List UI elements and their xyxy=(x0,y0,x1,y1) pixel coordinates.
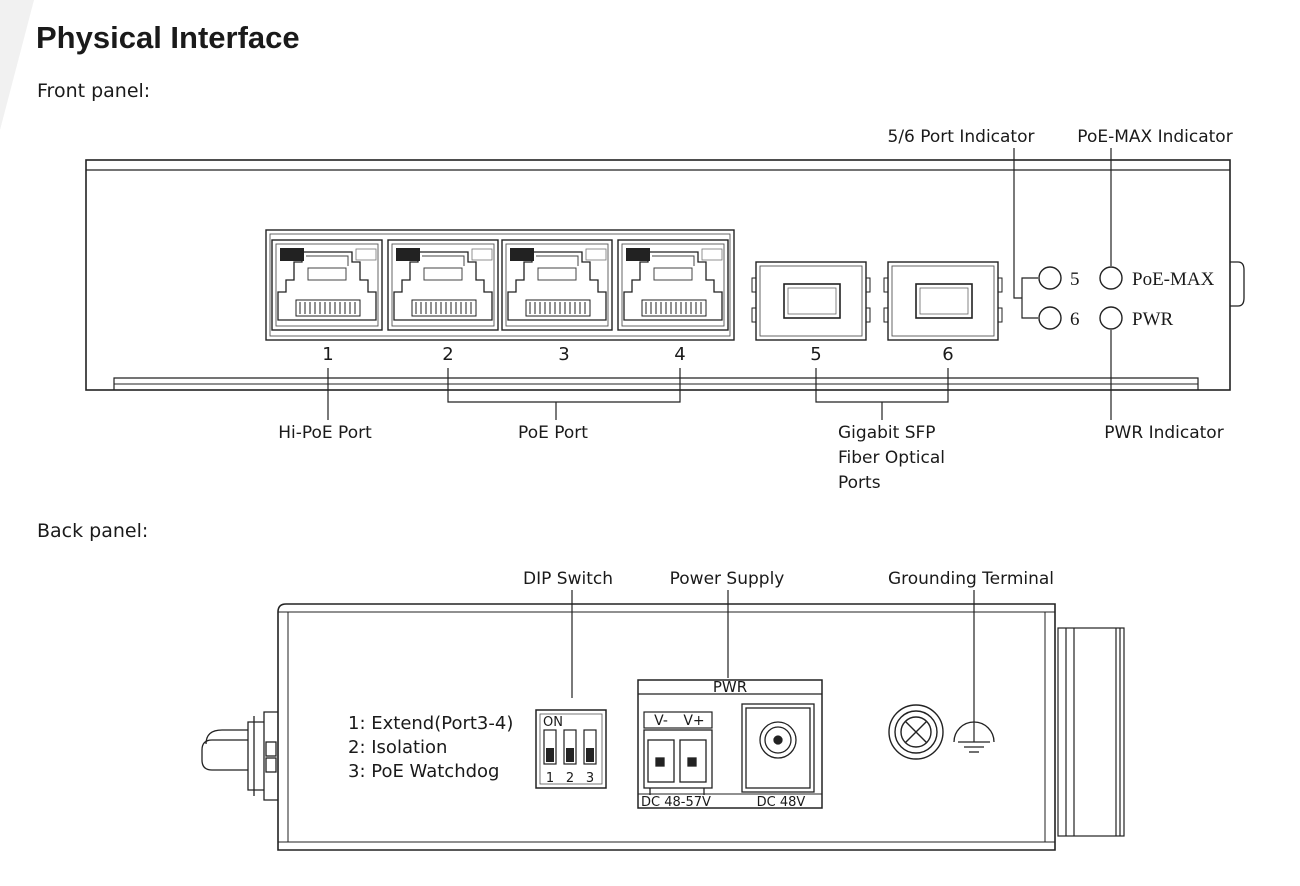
dip-number-1: 1 xyxy=(546,771,554,786)
jack-rating: DC 48V xyxy=(757,795,806,810)
back-panel-heading: Back panel: xyxy=(37,520,149,542)
dip-switch-1[interactable] xyxy=(543,729,557,765)
port-number-1: 1 xyxy=(322,344,333,365)
terminal-v-minus: V- xyxy=(654,713,668,729)
port-number-5: 5 xyxy=(810,344,821,365)
led-pwr xyxy=(1099,306,1123,330)
callout-poe-max-indicator: PoE-MAX Indicator xyxy=(1077,127,1232,147)
sfp-port-6 xyxy=(883,261,1003,341)
dip-legend-2: 2: Isolation xyxy=(348,737,447,758)
port-number-3: 3 xyxy=(558,344,569,365)
callout-grounding-terminal: Grounding Terminal xyxy=(888,569,1054,589)
front-leader-lines xyxy=(327,148,1112,420)
power-header-pwr: PWR xyxy=(713,678,747,696)
dip-on-label: ON xyxy=(543,715,563,730)
grounding-terminal-screw[interactable] xyxy=(888,704,944,760)
rj45-port-1 xyxy=(271,239,383,331)
dip-switch-2[interactable] xyxy=(563,729,577,765)
callout-sfp-line3: Ports xyxy=(838,473,881,493)
port-number-6: 6 xyxy=(942,344,953,365)
dip-legend-3: 3: PoE Watchdog xyxy=(348,761,499,782)
callout-sfp-line2: Fiber Optical xyxy=(838,448,945,468)
rj45-port-block xyxy=(265,229,735,341)
power-terminal-block[interactable] xyxy=(643,729,713,795)
callout-poe-port: PoE Port xyxy=(518,423,588,443)
callout-power-supply: Power Supply xyxy=(670,569,785,589)
dc-power-jack[interactable] xyxy=(741,703,815,793)
back-chassis xyxy=(277,603,1056,851)
rj45-port-4 xyxy=(617,239,729,331)
side-latch xyxy=(1230,261,1245,307)
led-label-poe-max: PoE-MAX xyxy=(1132,269,1215,290)
led-port-5 xyxy=(1038,266,1062,290)
corner-decoration xyxy=(0,0,34,130)
front-panel-heading: Front panel: xyxy=(37,80,151,102)
led-label-pwr: PWR xyxy=(1132,309,1174,330)
dip-switch-3[interactable] xyxy=(583,729,597,765)
callout-hi-poe-port: Hi-PoE Port xyxy=(278,423,372,443)
callout-port-56-indicator: 5/6 Port Indicator xyxy=(888,127,1035,147)
heatsink xyxy=(1057,627,1125,837)
callout-dip-switch: DIP Switch xyxy=(523,569,613,589)
terminal-v-plus: V+ xyxy=(683,713,704,729)
port-number-4: 4 xyxy=(674,344,685,365)
callout-sfp-line1: Gigabit SFP xyxy=(838,423,936,443)
led-label-6: 6 xyxy=(1070,309,1080,330)
front-panel: 1 2 3 4 5 6 5 6 PoE-MAX PWR 5/6 Port Ind… xyxy=(85,127,1245,493)
terminal-rating: DC 48-57V xyxy=(641,795,711,810)
sfp-port-5 xyxy=(751,261,871,341)
dip-switch[interactable]: ON 1 2 3 xyxy=(535,709,607,789)
callout-pwr-indicator: PWR Indicator xyxy=(1104,423,1223,443)
page-title: Physical Interface xyxy=(36,20,300,55)
rj45-port-3 xyxy=(501,239,613,331)
port-number-2: 2 xyxy=(442,344,453,365)
back-panel: 1: Extend(Port3-4) 2: Isolation 3: PoE W… xyxy=(201,569,1125,851)
front-chassis xyxy=(85,159,1231,391)
led-label-5: 5 xyxy=(1070,269,1080,290)
dip-number-3: 3 xyxy=(586,771,594,786)
dip-legend-1: 1: Extend(Port3-4) xyxy=(348,713,513,734)
led-port-6 xyxy=(1038,306,1062,330)
led-poe-max xyxy=(1099,266,1123,290)
din-rail-clip xyxy=(201,711,278,801)
rj45-port-2 xyxy=(387,239,499,331)
back-leader-lines xyxy=(571,590,975,742)
power-supply-block: PWR V- V+ DC 48-57 xyxy=(637,678,823,810)
dip-number-2: 2 xyxy=(566,771,574,786)
